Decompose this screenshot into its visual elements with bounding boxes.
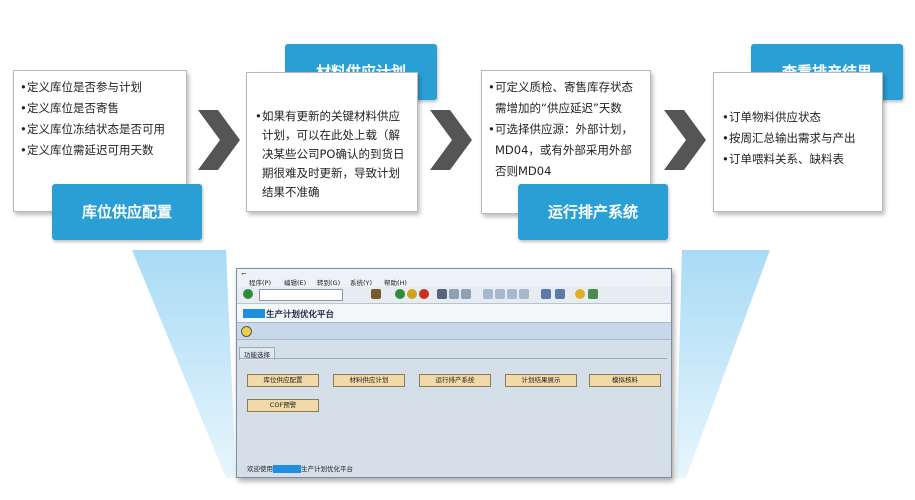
shortcut-icon[interactable] (555, 289, 565, 299)
panel-item: 订单喂料关系、缺料表 (722, 149, 876, 170)
first-page-icon[interactable] (483, 289, 493, 299)
layout-icon[interactable] (588, 289, 598, 299)
location-supply-button[interactable]: 库位供应配置 (247, 374, 319, 387)
left-light-beam (132, 250, 236, 478)
cancel-icon[interactable] (419, 289, 429, 299)
command-field[interactable] (259, 289, 343, 301)
cof-warning-button[interactable]: COF预警 (247, 399, 319, 412)
prev-page-icon[interactable] (495, 289, 505, 299)
tag-location-supply: 库位供应配置 (52, 184, 202, 240)
tab-function-select[interactable]: 功能选择 (239, 347, 275, 360)
run-scheduling-button[interactable]: 运行排产系统 (419, 374, 491, 387)
menu-system[interactable]: 系统(Y) (350, 279, 373, 287)
find-next-icon[interactable] (461, 289, 471, 299)
print-icon[interactable] (437, 289, 447, 299)
right-light-beam (676, 250, 770, 478)
material-supply-button[interactable]: 材料供应计划 (333, 374, 405, 387)
find-icon[interactable] (449, 289, 459, 299)
panel-item: 按周汇总输出需求与产出 (722, 128, 876, 149)
chevron-right-icon (664, 110, 706, 170)
title-bar: 生产计划优化平台 (237, 304, 671, 323)
menu-program[interactable]: 程序(P) (249, 279, 271, 287)
menu-help[interactable]: 帮助(H) (384, 279, 407, 287)
panel-item: 订单物料供应状态 (722, 107, 876, 128)
panel-item: 定义库位是否寄售 (20, 98, 186, 119)
chevron-right-icon (430, 110, 472, 170)
page-title: 生产计划优化平台 (266, 310, 335, 320)
status-suffix: 生产计划优化平台 (301, 465, 353, 473)
status-prefix: 欢迎使用 (247, 465, 273, 473)
next-page-icon[interactable] (507, 289, 517, 299)
menu-edit[interactable]: 编辑(E) (284, 279, 307, 287)
sap-window: ⌐ 程序(P) 编辑(E) 转到(G) 系统(Y) 帮助(H) 生产计划优化平台… (236, 268, 672, 478)
window-icon[interactable]: ⌐ (241, 270, 247, 278)
check-icon[interactable] (243, 289, 253, 299)
panel-item: 如果有更新的关键材料供应计划，可以在此处上载（解决某些公司PO确认的到货日期很难… (255, 107, 407, 202)
simulate-check-button[interactable]: 模拟核料 (589, 374, 661, 387)
plan-results-button[interactable]: 计划结果展示 (505, 374, 577, 387)
save-icon[interactable] (371, 289, 381, 299)
panel-item: 可选择供应源：外部计划，MD04，或有外部采用外部否则MD04 (488, 119, 642, 182)
tag-run-scheduling: 运行排产系统 (518, 184, 668, 240)
exit-icon[interactable] (407, 289, 417, 299)
function-area: 库位供应配置 材料供应计划 运行排产系统 计划结果展示 模拟核料 COF预警 (239, 358, 667, 463)
panel-item: 定义库位冻结状态是否可用 (20, 119, 186, 140)
menu-goto[interactable]: 转到(G) (317, 279, 341, 287)
redaction-mask (273, 465, 301, 473)
panel-item: 可定义质检、寄售库存状态需增加的“供应延迟”天数 (488, 77, 642, 119)
new-session-icon[interactable] (541, 289, 551, 299)
status-bar: 欢迎使用 生产计划优化平台 (247, 463, 353, 473)
standard-toolbar (237, 287, 671, 304)
execute-icon[interactable] (241, 326, 252, 337)
panel-item: 定义库位需延迟可用天数 (20, 140, 186, 161)
last-page-icon[interactable] (519, 289, 529, 299)
panel-material-supply: 如果有更新的关键材料供应计划，可以在此处上载（解决某些公司PO确认的到货日期很难… (246, 72, 418, 212)
panel-view-results: 订单物料供应状态 按周汇总输出需求与产出 订单喂料关系、缺料表 (713, 72, 883, 212)
panel-item: 定义库位是否参与计划 (20, 77, 186, 98)
chevron-right-icon (198, 110, 240, 170)
application-toolbar (237, 323, 671, 340)
back-icon[interactable] (395, 289, 405, 299)
help-icon[interactable] (575, 289, 585, 299)
menu-bar: ⌐ 程序(P) 编辑(E) 转到(G) 系统(Y) 帮助(H) (237, 269, 671, 287)
redaction-mask (243, 309, 265, 318)
